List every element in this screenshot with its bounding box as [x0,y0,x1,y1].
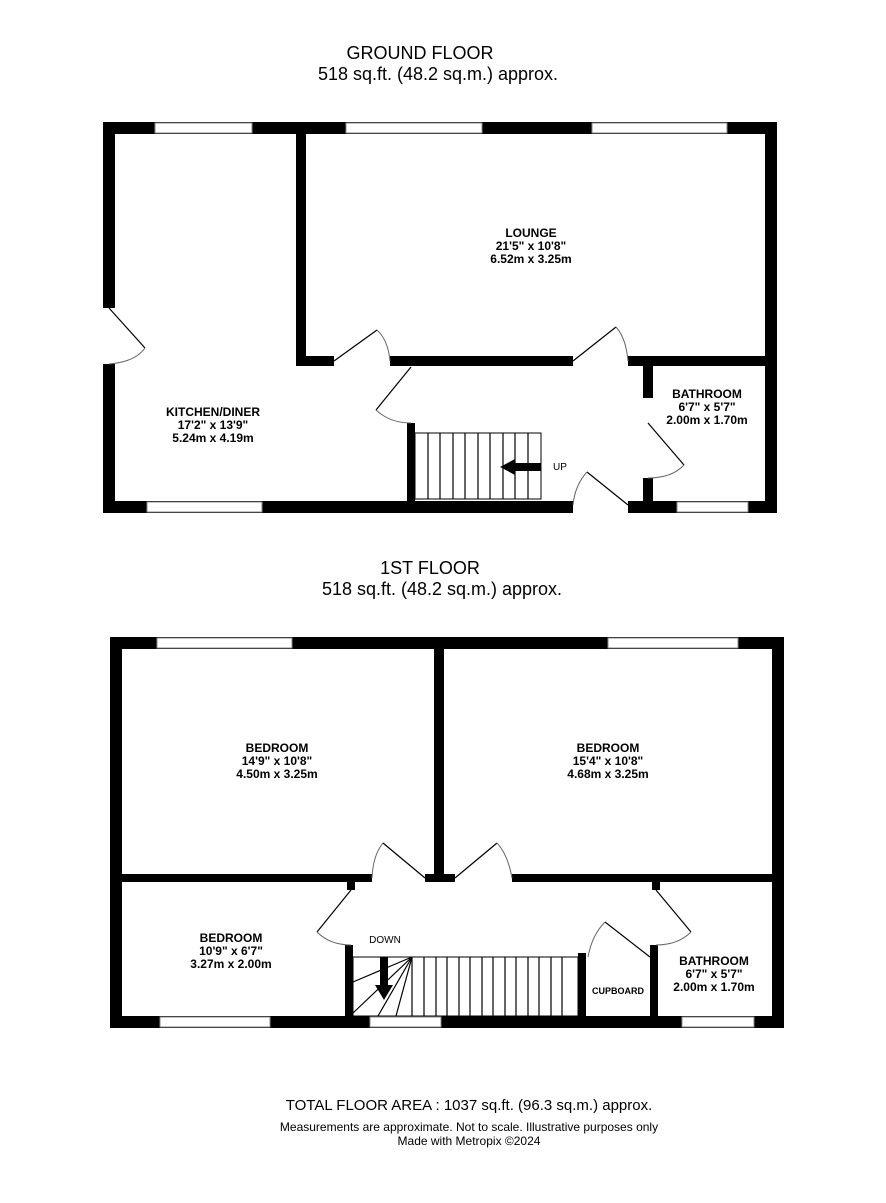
room-metric: 2.00m x 1.70m [673,980,754,994]
ground-floor-plan: UP LOUNGE 21'5" x 10'8" 6.52m x 3.25m KI… [103,122,777,513]
room-bedroom-3: BEDROOM 10'9" x 6'7" 3.27m x 2.00m [190,931,271,971]
room-name: BATHROOM [672,387,742,401]
room-metric: 4.68m x 3.25m [567,767,648,781]
room-name: BEDROOM [246,741,309,755]
first-floor-heading: 1ST FLOOR 518 sq.ft. (48.2 sq.m.) approx… [322,558,562,599]
room-metric: 2.00m x 1.70m [666,413,747,427]
stairs-down-arrow-icon [375,957,393,1000]
room-metric: 4.50m x 3.25m [236,767,317,781]
disclaimer: Measurements are approximate. Not to sca… [280,1120,658,1134]
room-lounge: LOUNGE 21'5" x 10'8" 6.52m x 3.25m [490,226,571,266]
windows [156,637,755,1028]
footer: TOTAL FLOOR AREA : 1037 sq.ft. (96.3 sq.… [280,1097,658,1148]
credit: Made with Metropix ©2024 [398,1134,541,1148]
stairs-up-label: UP [553,462,567,473]
ground-floor-area: 518 sq.ft. (48.2 sq.m.) approx. [318,64,558,84]
room-imperial: 15'4" x 10'8" [573,754,643,768]
room-imperial: 14'9" x 10'8" [242,754,312,768]
room-bathroom: BATHROOM 6'7" x 5'7" 2.00m x 1.70m [673,954,754,994]
first-floor-plan: DOWN BEDROOM 14'9" x 10'8" 4.50m x 3.25m… [110,637,784,1028]
room-imperial: 17'2" x 13'9" [178,418,248,432]
room-bathroom: BATHROOM 6'7" x 5'7" 2.00m x 1.70m [666,387,747,427]
room-name: KITCHEN/DINER [166,405,260,419]
room-bedroom-1: BEDROOM 14'9" x 10'8" 4.50m x 3.25m [236,741,317,781]
stairs-down-label: DOWN [369,935,401,946]
first-floor-title: 1ST FLOOR [380,558,480,578]
room-metric: 3.27m x 2.00m [190,957,271,971]
room-imperial: 6'7" x 5'7" [678,400,735,414]
first-floor-area: 518 sq.ft. (48.2 sq.m.) approx. [322,579,562,599]
room-metric: 5.24m x 4.19m [172,431,253,445]
room-imperial: 21'5" x 10'8" [496,239,566,253]
room-name: BEDROOM [200,931,263,945]
doors [108,307,685,506]
staircase: UP [414,432,567,500]
ground-floor-title: GROUND FLOOR [346,43,493,63]
room-name: LOUNGE [505,226,556,240]
total-floor-area: TOTAL FLOOR AREA : 1037 sq.ft. (96.3 sq.… [286,1097,653,1114]
staircase: DOWN [352,935,579,1017]
room-metric: 6.52m x 3.25m [490,252,571,266]
room-name: BATHROOM [679,954,749,968]
ground-floor-heading: GROUND FLOOR 518 sq.ft. (48.2 sq.m.) app… [318,43,558,84]
room-name: BEDROOM [577,741,640,755]
stairs-up-arrow-icon [500,459,541,475]
windows [146,122,749,513]
room-imperial: 10'9" x 6'7" [199,944,263,958]
room-kitchen-diner: KITCHEN/DINER 17'2" x 13'9" 5.24m x 4.19… [166,405,260,445]
room-imperial: 6'7" x 5'7" [685,967,742,981]
room-bedroom-2: BEDROOM 15'4" x 10'8" 4.68m x 3.25m [567,741,648,781]
cupboard-label: CUPBOARD [592,986,645,996]
doors [316,842,692,958]
